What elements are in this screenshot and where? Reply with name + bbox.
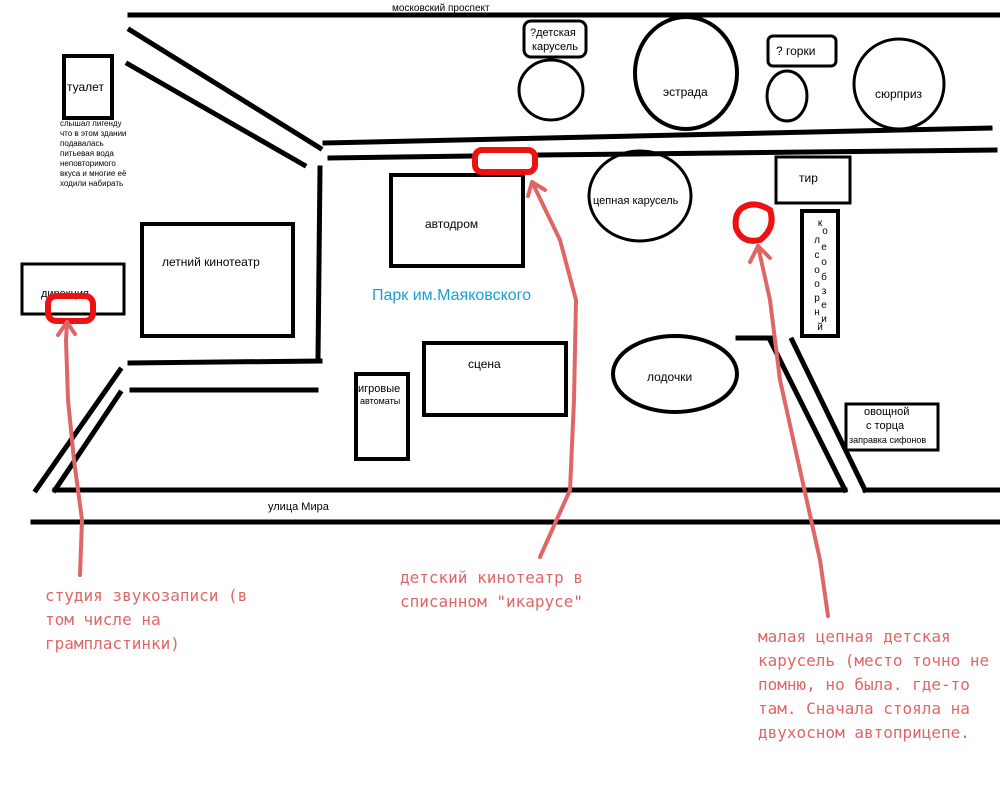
surprise-label: сюрприз <box>875 87 923 101</box>
toilet-legend-text: слышал лигенду что в этом здании подавал… <box>60 119 127 188</box>
legend-line: неповторимого <box>60 159 116 168</box>
legend-line: ходили набирать <box>60 179 123 188</box>
toilet-building: туалет <box>62 54 114 120</box>
ferris-char: о <box>821 257 827 268</box>
arrow-small-carousel <box>756 244 830 618</box>
road-sw-diagonal-inner <box>51 389 124 494</box>
arrow-kids-cinema-head <box>526 180 547 198</box>
ferris-char: л <box>814 235 820 246</box>
scene: сцена <box>422 341 568 417</box>
legend-line: подавалась <box>60 139 104 148</box>
markers <box>45 147 775 324</box>
kids-carousel-circle <box>517 58 585 122</box>
road-park-north-inner <box>327 153 473 161</box>
annotation-kids-cinema: детский кинотеатр в списанном "икарусе" <box>400 568 584 611</box>
ferris-char: о <box>814 279 820 290</box>
estrada-stage: эстрада <box>633 15 739 131</box>
shooting-range: тир <box>774 155 852 205</box>
kids-carousel-label-2: карусель <box>532 41 578 53</box>
boats-pond: лодочки <box>611 334 739 414</box>
directorate: дирекция <box>20 262 126 316</box>
road-sw-diagonal-outer <box>32 366 124 494</box>
arrow-studio-head <box>56 320 77 337</box>
summer-cinema-label: летний кинотеатр <box>162 255 260 269</box>
veg-shop-label-1: овощной <box>864 406 909 418</box>
autodrome-label: автодром <box>425 217 478 231</box>
ferris-char: и <box>821 314 827 325</box>
arcade-label-2: автоматы <box>360 396 400 406</box>
ferris-char: з <box>822 286 827 297</box>
ferris-char: е <box>821 300 827 311</box>
road-west-vertical <box>315 165 323 363</box>
road-diagonal-upper <box>126 26 324 152</box>
arcade: игровые автоматы <box>354 372 410 461</box>
roads <box>30 12 1000 525</box>
legend-line: вкуса и многие её <box>60 169 127 178</box>
ferris-char: о <box>814 265 820 276</box>
slides-circle <box>765 69 809 123</box>
chain-carousel-label: цепная карусель <box>593 195 679 207</box>
ferris-wheel: к о л е с о о б о з р е н и й <box>800 209 840 338</box>
veg-shop-label-2: с торца <box>866 420 905 432</box>
scene-label: сцена <box>468 357 501 371</box>
road-west-horizontal <box>127 358 323 366</box>
marker-small-carousel <box>732 201 775 244</box>
ferris-char: й <box>817 322 823 333</box>
kids-carousel-label-1: ?детская <box>530 27 576 39</box>
ferris-char: е <box>821 242 827 253</box>
chain-carousel: цепная карусель <box>587 149 693 243</box>
arrow-small-carousel-head <box>748 244 772 264</box>
ferris-char: к <box>818 218 823 229</box>
slides-label: ? горки <box>776 44 815 58</box>
ferris-char: р <box>814 293 820 304</box>
ferris-char: о <box>822 226 828 237</box>
annotation-small-carousel: малая цепная детская карусель (место точ… <box>758 627 990 742</box>
road-diagonal-lower <box>124 60 308 169</box>
shooting-range-label: тир <box>799 171 818 185</box>
surprise-ride: сюрприз <box>852 37 946 131</box>
arrow-kids-cinema <box>530 180 578 559</box>
road-east-diagonal-a <box>766 336 849 494</box>
street-label-top: московский проспект <box>392 3 490 14</box>
legend-line: что в этом здании <box>60 129 127 138</box>
boats-label: лодочки <box>647 370 692 384</box>
road-east-diagonal-b <box>788 336 869 494</box>
autodrome: автодром <box>389 173 525 268</box>
ferris-char: с <box>815 250 820 261</box>
arrow-studio <box>64 320 84 577</box>
summer-cinema: летний кинотеатр <box>140 222 295 338</box>
marker-studio <box>45 293 96 324</box>
siphon-label: заправка сифонов <box>849 435 926 445</box>
slides-callout: ? горки <box>766 34 838 68</box>
toilet-label: туалет <box>67 80 104 94</box>
kids-carousel-callout: ?детская карусель <box>522 19 588 59</box>
legend-line: слышал лигенду <box>60 119 122 128</box>
road-park-north-inner-2 <box>537 147 998 158</box>
ferris-char: н <box>814 307 820 318</box>
annotation-lines <box>56 180 830 618</box>
road-park-north-edge <box>322 125 993 146</box>
legend-line: питьевая вода <box>60 149 114 158</box>
annotation-studio: студия звукозаписи (в том числе на грамп… <box>45 586 248 653</box>
street-label-bottom: улица Мира <box>268 501 330 513</box>
marker-kids-cinema <box>472 147 538 175</box>
estrada-label: эстрада <box>663 85 708 99</box>
arcade-label-1: игровые <box>358 383 400 395</box>
park-title: Парк им.Маяковского <box>372 287 531 304</box>
ferris-char: б <box>821 271 827 283</box>
vegetable-shop: овощной с торца заправка сифонов <box>844 402 940 452</box>
